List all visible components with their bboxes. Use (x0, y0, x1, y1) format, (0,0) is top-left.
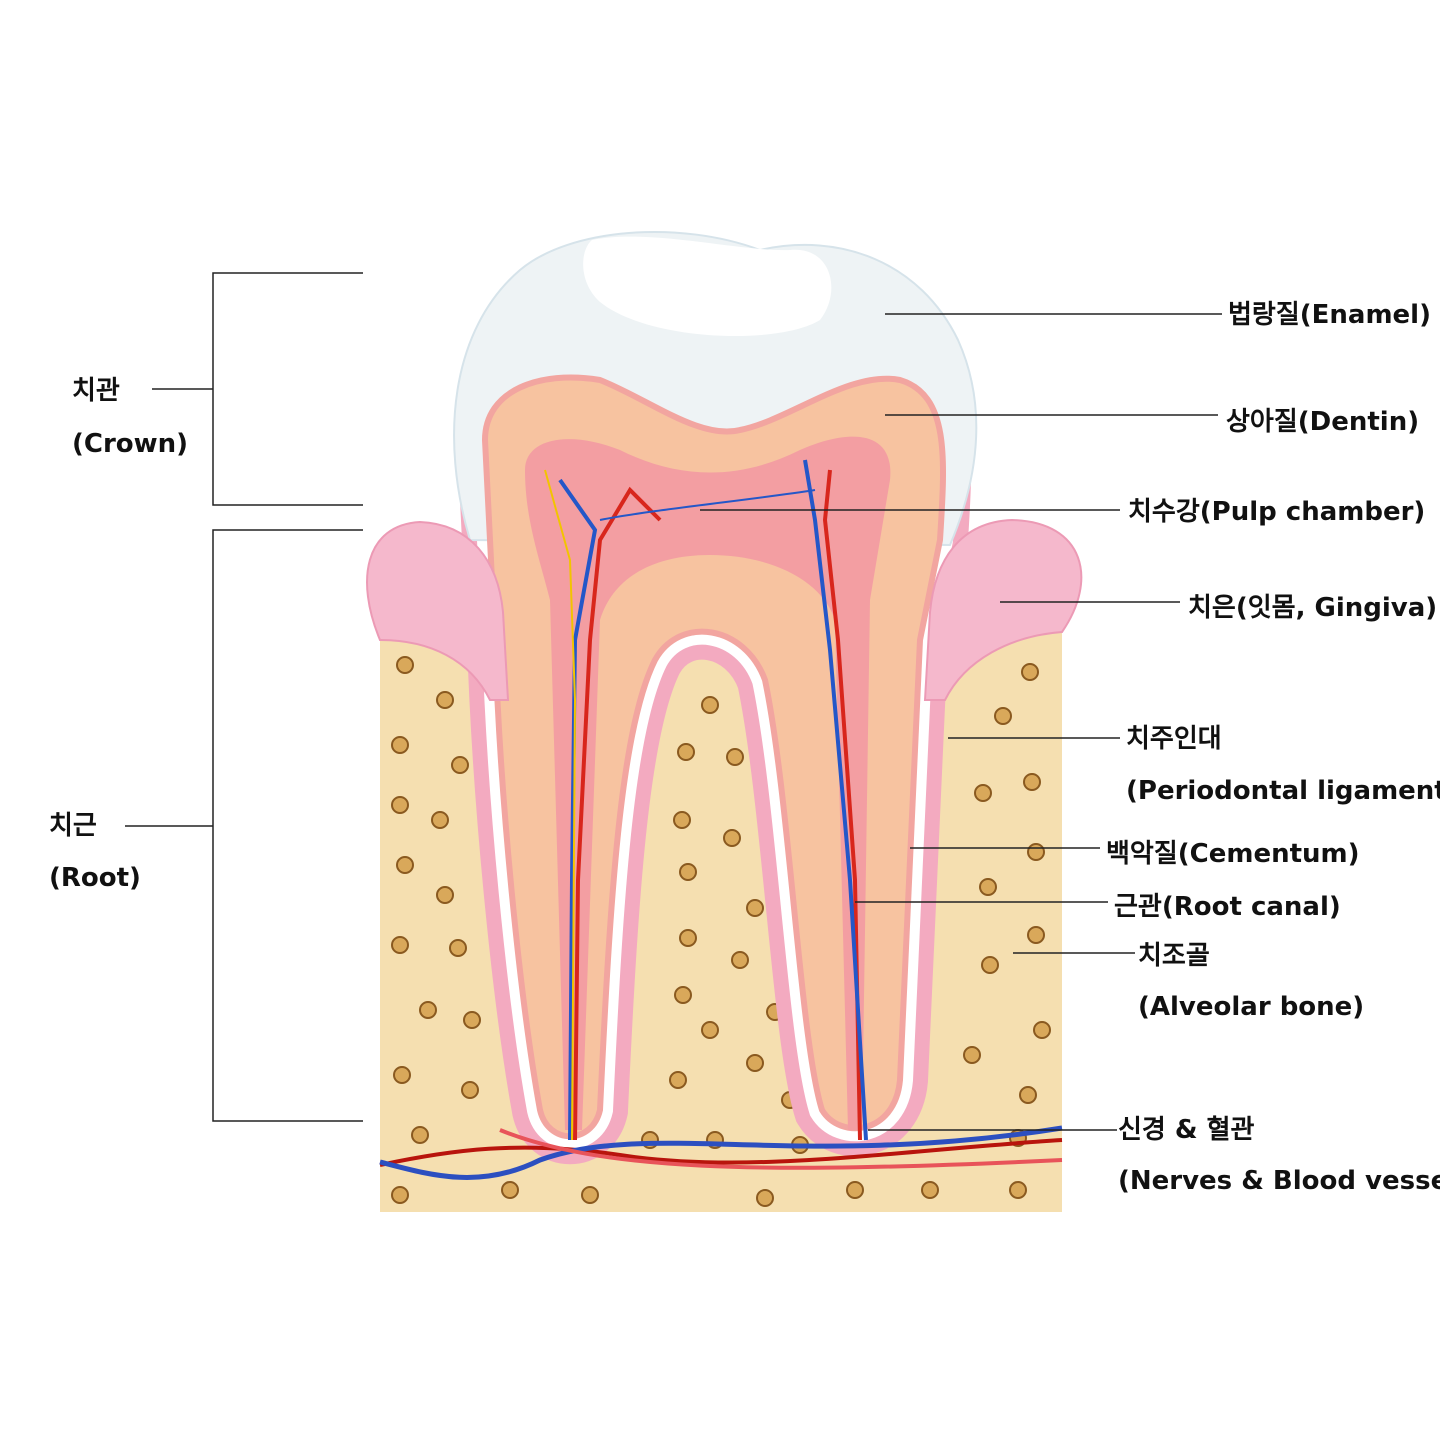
bone-spot (1023, 773, 1041, 791)
vein-right (803, 459, 868, 1141)
bone-spot (1021, 663, 1039, 681)
bone-spot (581, 1186, 599, 1204)
bone-spot (1027, 926, 1045, 944)
nerves-and-vessels (379, 459, 1063, 1180)
bone-spot (1019, 1086, 1037, 1104)
nerve-link (599, 489, 816, 521)
bottom-artery (379, 1138, 1063, 1167)
bone-spot (393, 1066, 411, 1084)
bone-spot (396, 656, 414, 674)
pulp-chamber (525, 436, 891, 1130)
bone-spot (461, 1081, 479, 1099)
pdl-label-en: (Periodontal ligament) (1126, 776, 1440, 806)
bone-spot (701, 696, 719, 714)
bone-spot (756, 1189, 774, 1207)
nerve-yellow (544, 469, 577, 1141)
bone-spot (501, 1181, 519, 1199)
bottom-vein (379, 1125, 1063, 1180)
crown-label-ko: 치관 (72, 376, 120, 406)
root-canal-label: 근관(Root canal) (1114, 892, 1341, 922)
bone-spot (1033, 1021, 1051, 1039)
root-label-en: (Root) (49, 863, 141, 893)
bone-spot (673, 811, 691, 829)
bone-spot (396, 856, 414, 874)
bone-spot (674, 986, 692, 1004)
bone-spot (963, 1046, 981, 1064)
bone-spot (746, 899, 764, 917)
cementum-label: 백악질(Cementum) (1106, 839, 1360, 869)
brackets (125, 272, 363, 1122)
enamel-label: 법랑질(Enamel) (1228, 300, 1431, 330)
bone-spot (463, 1011, 481, 1029)
bottom-artery-2 (499, 1128, 1063, 1170)
bone-spot (679, 863, 697, 881)
alveolar-label-en: (Alveolar bone) (1138, 992, 1365, 1022)
bone-spot (979, 878, 997, 896)
bone-spot (994, 707, 1012, 725)
bone-spot (701, 1021, 719, 1039)
bone-spot (419, 1001, 437, 1019)
bone-spot (436, 691, 454, 709)
bone-spot (449, 939, 467, 957)
bone-spot (669, 1071, 687, 1089)
vein-left (558, 478, 598, 1141)
nerves-label-en: (Nerves & Blood vessel) (1118, 1166, 1440, 1196)
crown-bracket (152, 272, 363, 506)
enamel-top (583, 236, 832, 337)
bone-spots (391, 656, 1051, 1207)
root-bracket (125, 529, 363, 1122)
bone-spot (391, 796, 409, 814)
bone-spot (731, 951, 749, 969)
bone-spot (726, 748, 744, 766)
bone-spot (846, 1181, 864, 1199)
gingiva-right (923, 518, 1083, 701)
bone-spot (411, 1126, 429, 1144)
bone-spot (723, 829, 741, 847)
bone-spot (1027, 843, 1045, 861)
pdl-label-ko: 치주인대 (1126, 724, 1222, 754)
root-label-ko: 치근 (49, 811, 97, 841)
bone-spot (677, 743, 695, 761)
bone-spot (436, 886, 454, 904)
pulp-label: 치수강(Pulp chamber) (1128, 497, 1426, 527)
bone-spot (679, 929, 697, 947)
crown-label-en: (Crown) (72, 429, 189, 459)
bone-spot (1009, 1181, 1027, 1199)
bone-spot (431, 811, 449, 829)
bone-spot (981, 956, 999, 974)
gingiva-left (366, 520, 510, 701)
gingiva-label: 치은(잇몸, Gingiva) (1188, 593, 1438, 623)
bone-spot (391, 1186, 409, 1204)
bone-spot (451, 756, 469, 774)
leader-lines (700, 313, 1222, 1131)
bone-spot (746, 1054, 764, 1072)
alveolar-label-ko: 치조골 (1138, 941, 1210, 971)
dentin-label: 상아질(Dentin) (1226, 407, 1420, 437)
bone-spot (921, 1181, 939, 1199)
bone-spot (391, 736, 409, 754)
bone-spot (974, 784, 992, 802)
bone-spot (391, 936, 409, 954)
nerves-label-ko: 신경 & 혈관 (1118, 1115, 1255, 1145)
artery-left (573, 486, 662, 1141)
